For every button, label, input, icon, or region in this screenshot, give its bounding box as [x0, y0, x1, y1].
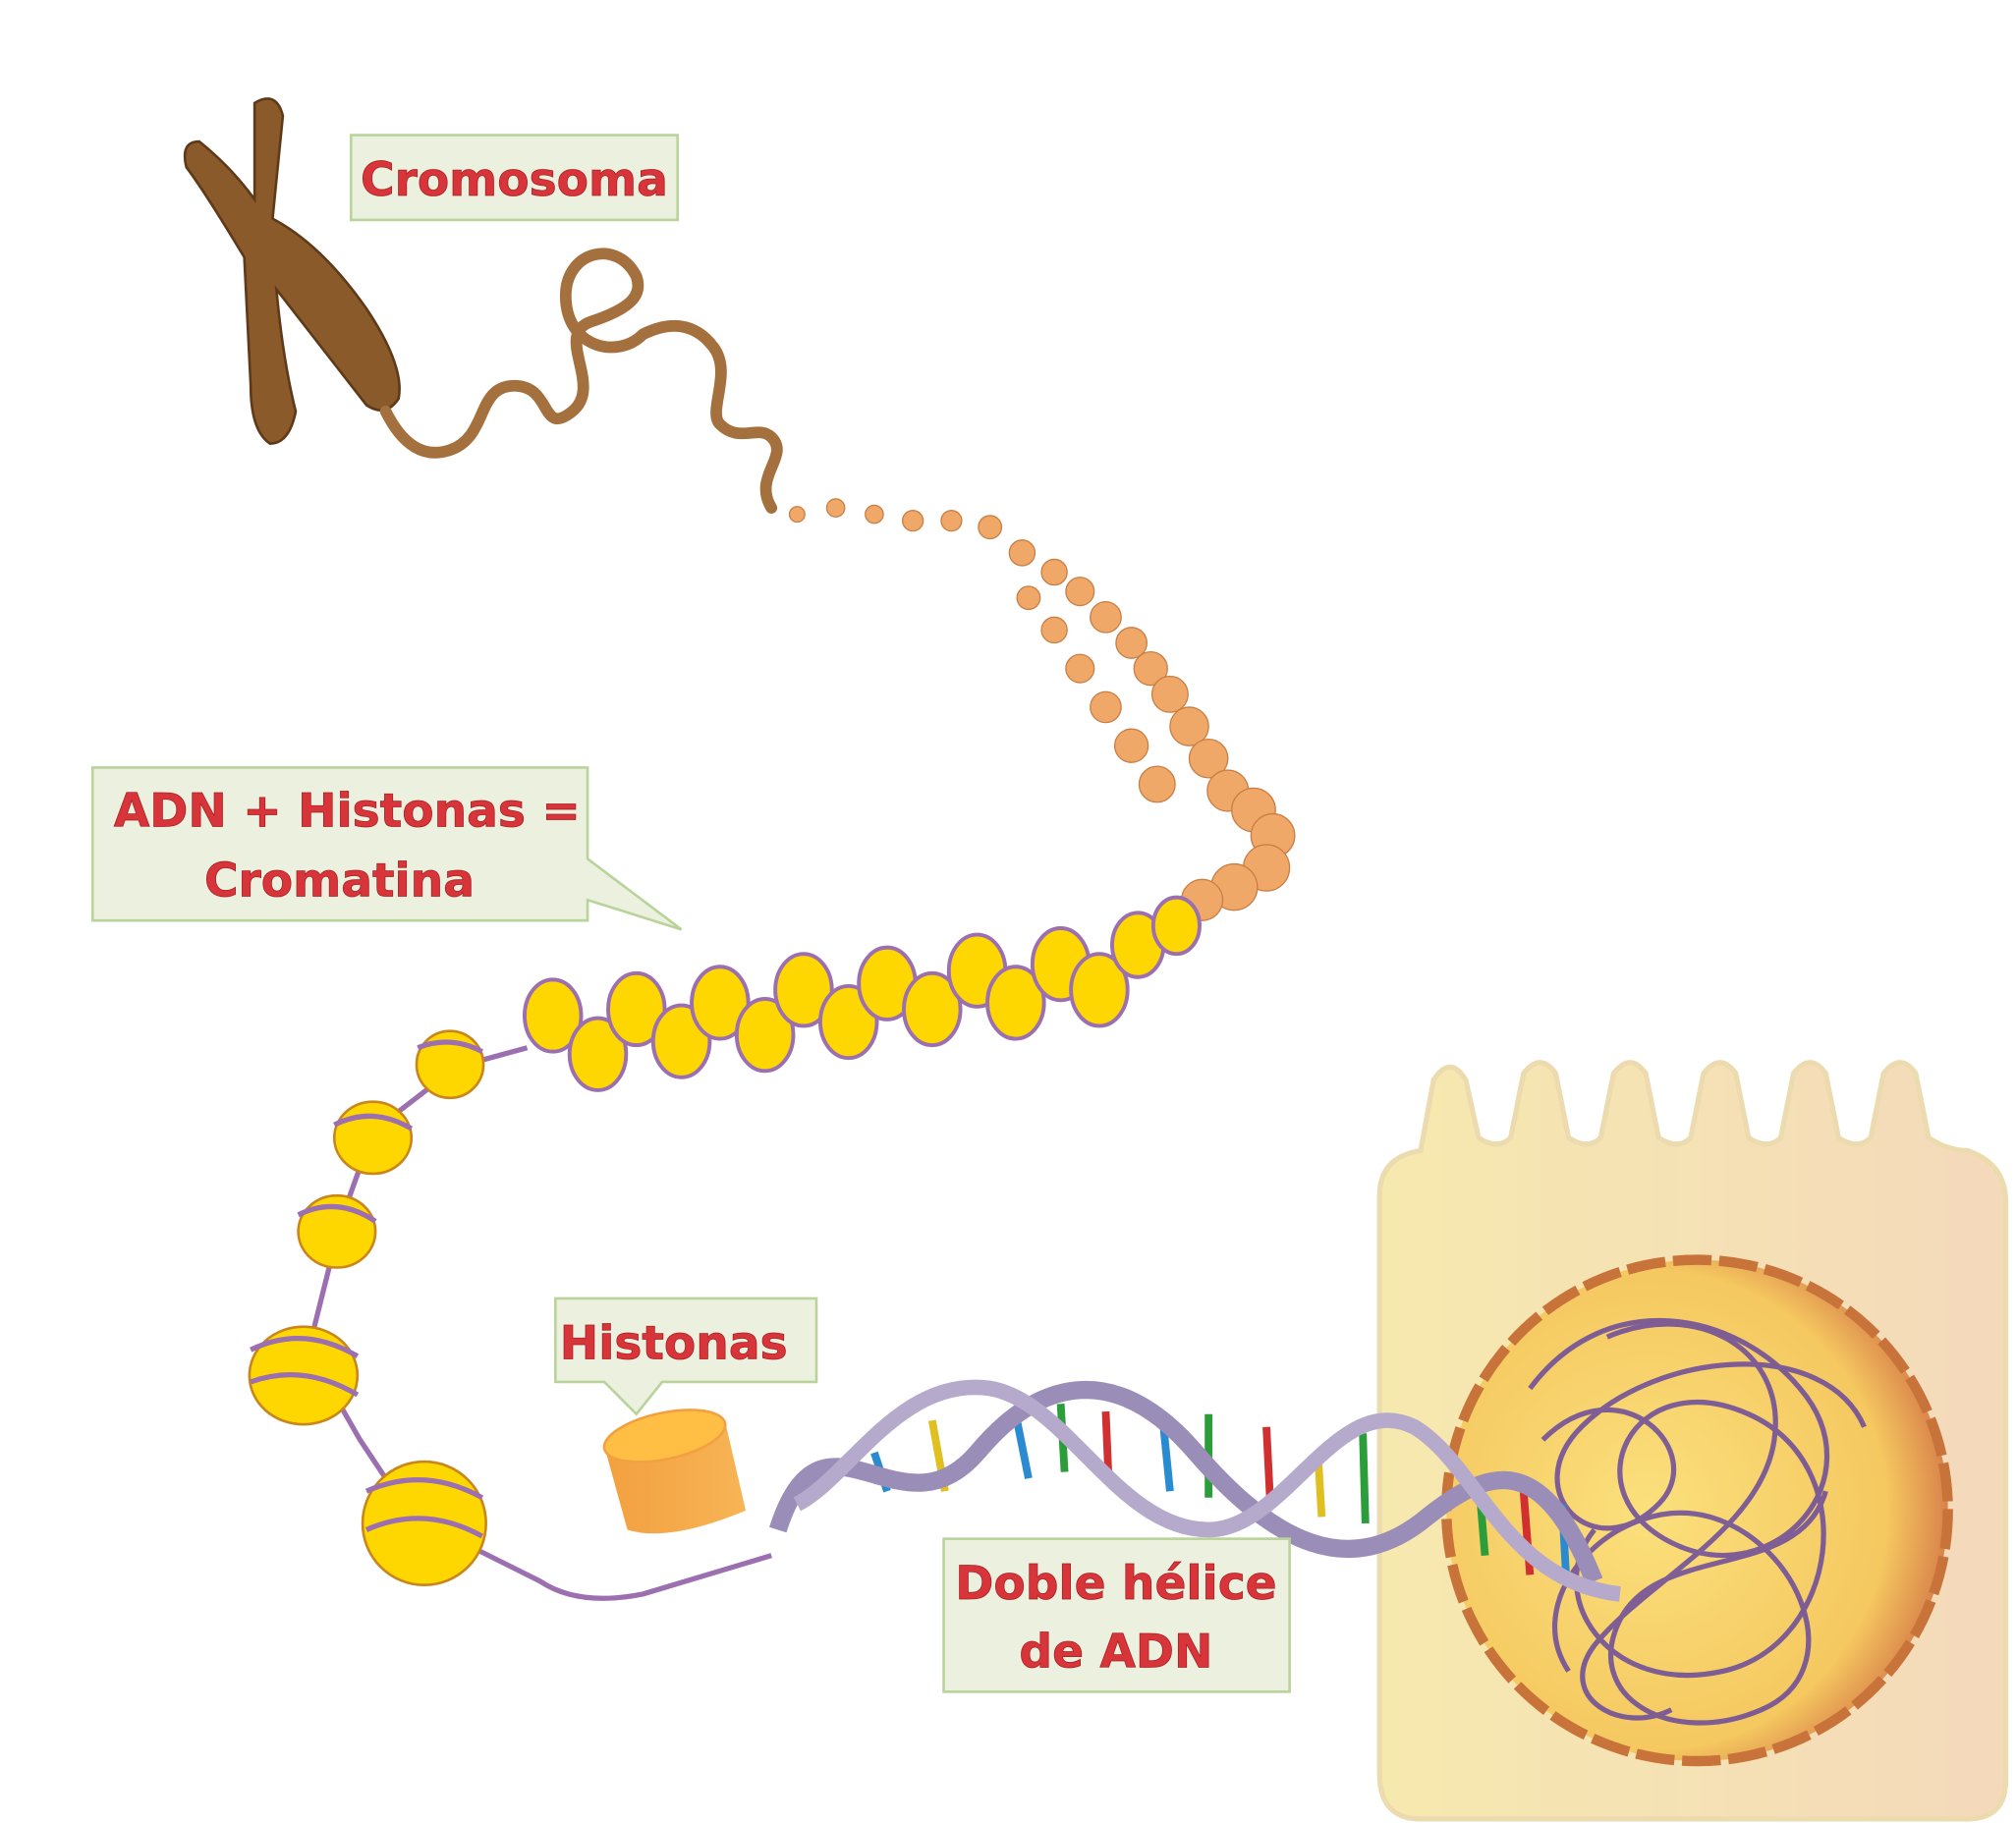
label-histones: Histonas [554, 1297, 818, 1416]
beaded-fiber [788, 498, 1296, 921]
label-chromosome: Cromosoma [349, 134, 679, 222]
nuclear-chromatin-tangle [1528, 1317, 1867, 1726]
label-chromatin: ADN + Histonas = Cromatina [90, 766, 683, 931]
beads-on-string [248, 1029, 772, 1601]
coiled-fiber [379, 248, 783, 514]
label-double-helix-line1: Doble hélice [955, 1557, 1276, 1611]
chromosome-icon [183, 97, 401, 445]
label-double-helix-line2: de ADN [1019, 1626, 1212, 1680]
histone-icon [602, 1409, 747, 1534]
label-double-helix: Doble hélice de ADN [942, 1537, 1291, 1693]
label-histones-text: Histonas [560, 1316, 788, 1370]
label-chromosome-text: Cromosoma [361, 153, 668, 207]
dna-double-helix [769, 1379, 1621, 1602]
condensed-chromatin [522, 895, 1202, 1092]
label-chromatin-line2: Cromatina [204, 854, 475, 908]
label-chromatin-line1: ADN + Histonas = [114, 785, 581, 839]
